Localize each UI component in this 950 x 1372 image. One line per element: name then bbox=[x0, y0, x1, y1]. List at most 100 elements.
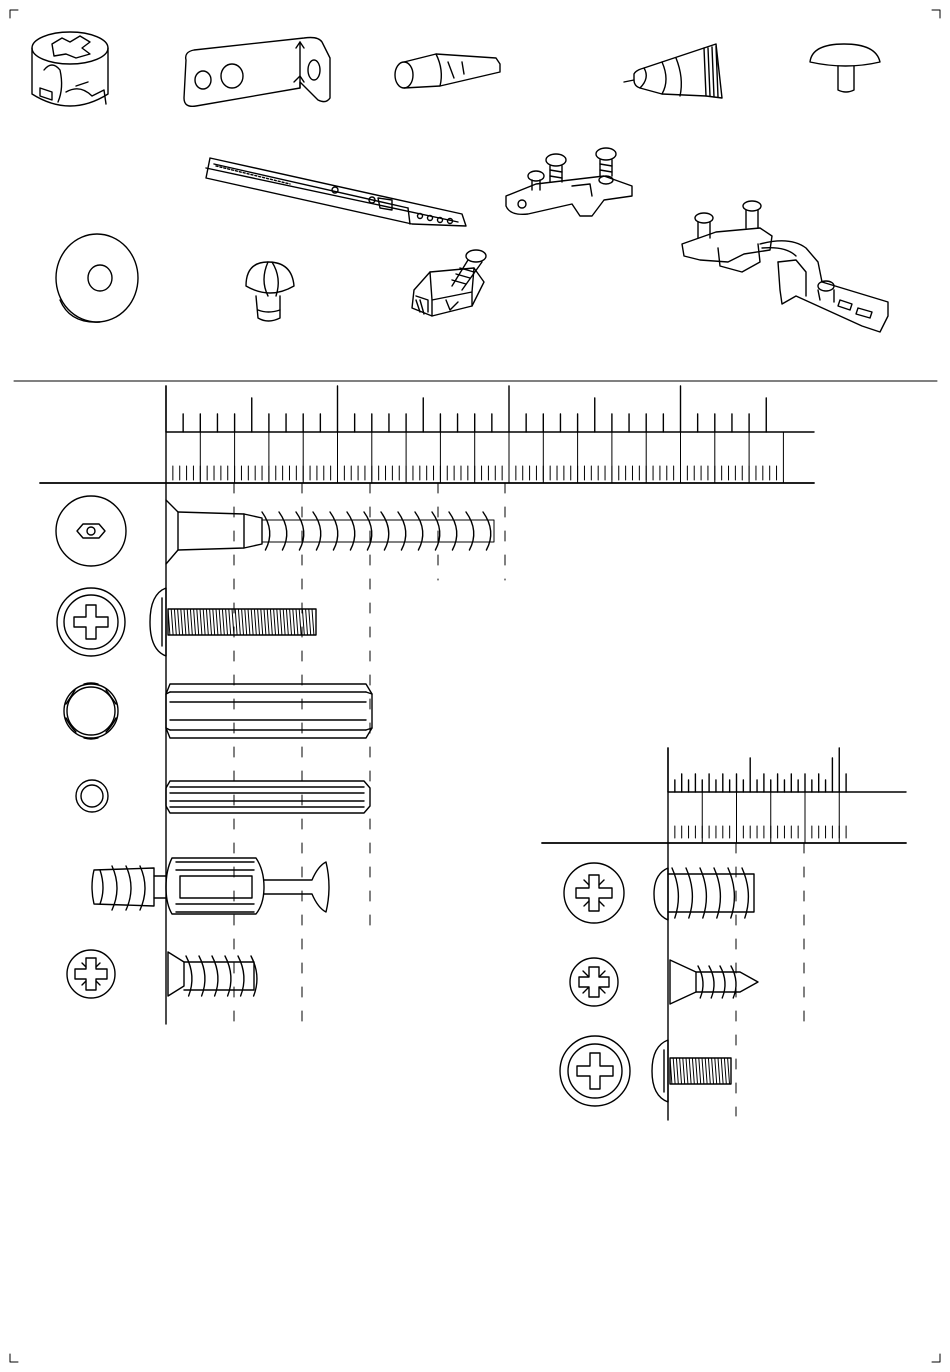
countersunk-screw bbox=[670, 960, 758, 1004]
thread-line bbox=[206, 609, 208, 635]
thread-turn bbox=[466, 512, 474, 550]
cabinet-hinge-icon bbox=[682, 201, 888, 332]
thread-line bbox=[715, 1058, 717, 1084]
thread-turn bbox=[279, 512, 287, 550]
thread-turn bbox=[714, 868, 720, 918]
thread-line bbox=[267, 609, 269, 635]
thread-turn bbox=[483, 512, 491, 550]
hex-socket-head-icon bbox=[56, 496, 126, 566]
small-machine-bolt bbox=[652, 1040, 731, 1102]
thread-line bbox=[312, 609, 314, 635]
thread-line bbox=[171, 609, 173, 635]
thread-line bbox=[210, 609, 212, 635]
thread-line bbox=[258, 609, 260, 635]
thread-line bbox=[692, 1058, 694, 1084]
thread-line bbox=[203, 609, 205, 635]
thread-line bbox=[724, 1058, 726, 1084]
pozidriv-head-icon bbox=[67, 950, 115, 998]
thread-turn bbox=[330, 512, 338, 550]
thread-line bbox=[226, 609, 228, 635]
thread-line bbox=[251, 609, 253, 635]
thread-line bbox=[680, 1058, 682, 1084]
thread-turn bbox=[381, 512, 389, 550]
thread-turn bbox=[449, 512, 457, 550]
thread-line bbox=[673, 1058, 675, 1084]
thread-line bbox=[280, 609, 282, 635]
thread-line bbox=[242, 609, 244, 635]
thread-line bbox=[229, 609, 231, 635]
thread-turn bbox=[720, 966, 725, 998]
split-pin-icon bbox=[246, 262, 294, 321]
thread-line bbox=[293, 609, 295, 635]
thread-turn bbox=[262, 512, 270, 550]
thread-line bbox=[264, 609, 266, 635]
thread-line bbox=[721, 1058, 723, 1084]
thread-line bbox=[216, 609, 218, 635]
shelf-pin-icon bbox=[395, 54, 500, 88]
thread-line bbox=[689, 1058, 691, 1084]
thread-line bbox=[261, 609, 263, 635]
fluted-dowel-end-icon bbox=[64, 683, 118, 739]
thread-line bbox=[248, 609, 250, 635]
thread-line bbox=[306, 609, 308, 635]
phillips-pan-head-icon bbox=[57, 588, 125, 656]
thread-turn bbox=[398, 512, 406, 550]
thread-line bbox=[302, 609, 304, 635]
pozidriv-head-icon bbox=[564, 863, 624, 923]
washer-icon bbox=[56, 234, 138, 322]
thread-line bbox=[200, 609, 202, 635]
ruler-large bbox=[40, 386, 814, 1024]
thread-turn bbox=[296, 512, 304, 550]
thread-line bbox=[238, 609, 240, 635]
cam-lock-icon bbox=[32, 32, 108, 106]
thread-line bbox=[699, 1058, 701, 1084]
thread-line bbox=[290, 609, 292, 635]
thread-line bbox=[309, 609, 311, 635]
thread-line bbox=[254, 609, 256, 635]
machine-bolt bbox=[150, 588, 316, 656]
pozidriv-head-icon bbox=[570, 958, 618, 1006]
angle-bracket-icon bbox=[184, 38, 330, 107]
cover-cap-icon bbox=[810, 44, 880, 92]
thread-line bbox=[708, 1058, 710, 1084]
thread-line bbox=[728, 1058, 730, 1084]
thread-turn bbox=[415, 512, 423, 550]
thread-line bbox=[718, 1058, 720, 1084]
cam-bolt bbox=[166, 858, 329, 914]
thread-line bbox=[712, 1058, 714, 1084]
thread-line bbox=[190, 609, 192, 635]
thread-turn bbox=[432, 512, 440, 550]
thread-line bbox=[219, 609, 221, 635]
thread-line bbox=[213, 609, 215, 635]
thread-line bbox=[286, 609, 288, 635]
confirmat-screw bbox=[166, 500, 494, 564]
thread-turn bbox=[731, 966, 736, 998]
thread-line bbox=[702, 1058, 704, 1084]
thread-turn bbox=[364, 512, 372, 550]
thread-line bbox=[277, 609, 279, 635]
crop-marks bbox=[10, 10, 940, 1362]
thread-line bbox=[194, 609, 196, 635]
cam-bolt-icon bbox=[92, 866, 166, 910]
thread-turn bbox=[700, 868, 706, 918]
large-dowel bbox=[166, 684, 372, 738]
ruler-small bbox=[542, 748, 906, 1120]
thread-line bbox=[274, 609, 276, 635]
thread-line bbox=[686, 1058, 688, 1084]
thread-turn bbox=[347, 512, 355, 550]
drawer-runner-icon bbox=[206, 158, 466, 226]
thread-line bbox=[178, 609, 180, 635]
small-dowel-end-icon bbox=[76, 780, 108, 812]
thread-line bbox=[184, 609, 186, 635]
corner-connector-icon bbox=[412, 250, 486, 316]
thread-line bbox=[696, 1058, 698, 1084]
thread-turn bbox=[728, 868, 734, 918]
hinge-mounting-plate-icon bbox=[506, 148, 632, 216]
euro-screw bbox=[168, 952, 257, 996]
thread-line bbox=[270, 609, 272, 635]
thread-turn bbox=[709, 966, 714, 998]
thread-turn bbox=[313, 512, 321, 550]
small-dowel bbox=[166, 781, 370, 813]
glue-tube-icon bbox=[624, 44, 722, 98]
